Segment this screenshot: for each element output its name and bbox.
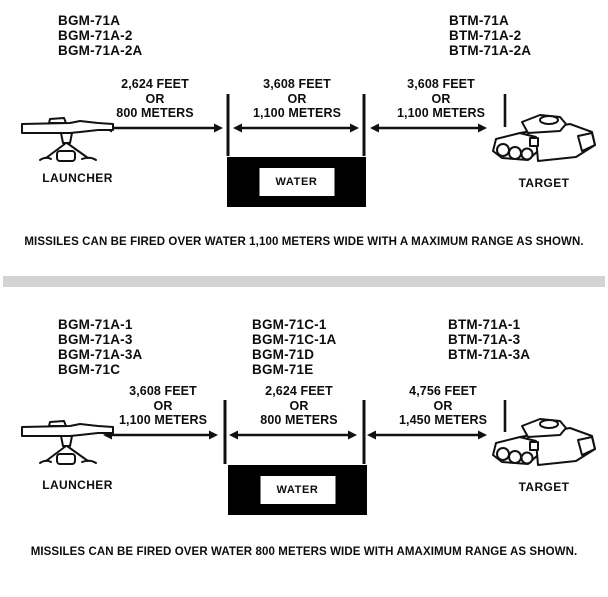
d2-target-label: TARGET: [518, 480, 570, 494]
distance-line: 1,100 METERS: [118, 413, 208, 427]
d1-distance-water-to-target: 3,608 FEET OR 1,100 METERS: [381, 77, 501, 121]
d2-launcher-label: LAUNCHER: [42, 478, 113, 492]
variant-label: BTM-71A-3: [448, 332, 521, 347]
d2-distance-water-span: 2,624 FEET OR 800 METERS: [239, 384, 359, 428]
variant-label: BGM-71A-3: [58, 332, 133, 347]
distance-line: 1,450 METERS: [398, 413, 488, 427]
d1-missile-variants-right: BTM-71A BTM-71A-2 BTM-71A-2A: [449, 13, 531, 58]
d1-target-label: TARGET: [518, 176, 570, 190]
tow-launcher-icon: [21, 420, 114, 465]
variant-label: BGM-71A: [58, 13, 121, 28]
variant-label: BTM-71A-1: [448, 317, 521, 332]
distance-line: OR: [153, 398, 173, 413]
d1-missile-variants-left: BGM-71A BGM-71A-2 BGM-71A-2A: [58, 13, 143, 58]
d2-missile-variants-left: BGM-71A-1 BGM-71A-3 BGM-71A-3A BGM-71C: [58, 317, 143, 377]
distance-line: OR: [287, 91, 307, 106]
d1-caption: MISSILES CAN BE FIRED OVER WATER 1,100 M…: [24, 236, 584, 248]
distance-line: 3,608 FEET: [407, 77, 475, 91]
variant-label: BGM-71A-3A: [58, 347, 143, 362]
section-divider: [3, 276, 605, 287]
variant-label: BGM-71A-2A: [58, 43, 143, 58]
d2-missile-variants-right: BTM-71A-1 BTM-71A-3 BTM-71A-3A: [448, 317, 530, 362]
distance-line: 2,624 FEET: [121, 77, 189, 91]
d1-water-label: WATER: [259, 168, 334, 196]
d1-distance-launcher-to-water: 2,624 FEET OR 800 METERS: [95, 77, 215, 121]
d2-water-band: WATER: [228, 465, 367, 515]
distance-line: OR: [431, 91, 451, 106]
variant-label: BTM-71A: [449, 13, 509, 28]
distance-line: OR: [289, 398, 309, 413]
d2-water-label: WATER: [260, 476, 335, 504]
distance-line: 800 METERS: [116, 106, 194, 120]
target-tank-icon: [492, 114, 596, 162]
tow-launcher-icon: [21, 117, 114, 162]
d2-missile-variants-middle: BGM-71C-1 BGM-71C-1A BGM-71D BGM-71E: [252, 317, 337, 377]
distance-line: 2,624 FEET: [265, 384, 333, 398]
d2-distance-launcher-to-water: 3,608 FEET OR 1,100 METERS: [103, 384, 223, 428]
distance-line: OR: [433, 398, 453, 413]
variant-label: BGM-71C-1A: [252, 332, 337, 347]
target-tank-icon: [492, 418, 596, 466]
variant-label: BTM-71A-2: [449, 28, 522, 43]
variant-label: BGM-71E: [252, 362, 314, 377]
d2-distance-water-to-target: 4,756 FEET OR 1,450 METERS: [383, 384, 503, 428]
variant-label: BGM-71A-2: [58, 28, 133, 43]
distance-line: 3,608 FEET: [129, 384, 197, 398]
distance-line: 4,756 FEET: [409, 384, 477, 398]
variant-label: BGM-71D: [252, 347, 315, 362]
distance-line: 800 METERS: [260, 413, 338, 427]
distance-line: 1,100 METERS: [396, 106, 486, 120]
variant-label: BTM-71A-3A: [448, 347, 531, 362]
variant-label: BGM-71A-1: [58, 317, 133, 332]
distance-line: 1,100 METERS: [252, 106, 342, 120]
d1-water-band: WATER: [227, 157, 366, 207]
variant-label: BTM-71A-2A: [449, 43, 532, 58]
variant-label: BGM-71C-1: [252, 317, 327, 332]
d1-distance-water-span: 3,608 FEET OR 1,100 METERS: [237, 77, 357, 121]
distance-line: 3,608 FEET: [263, 77, 331, 91]
d1-launcher-label: LAUNCHER: [42, 171, 113, 185]
variant-label: BGM-71C: [58, 362, 121, 377]
distance-line: OR: [145, 91, 165, 106]
d2-caption: MISSILES CAN BE FIRED OVER WATER 800 MET…: [30, 546, 578, 558]
